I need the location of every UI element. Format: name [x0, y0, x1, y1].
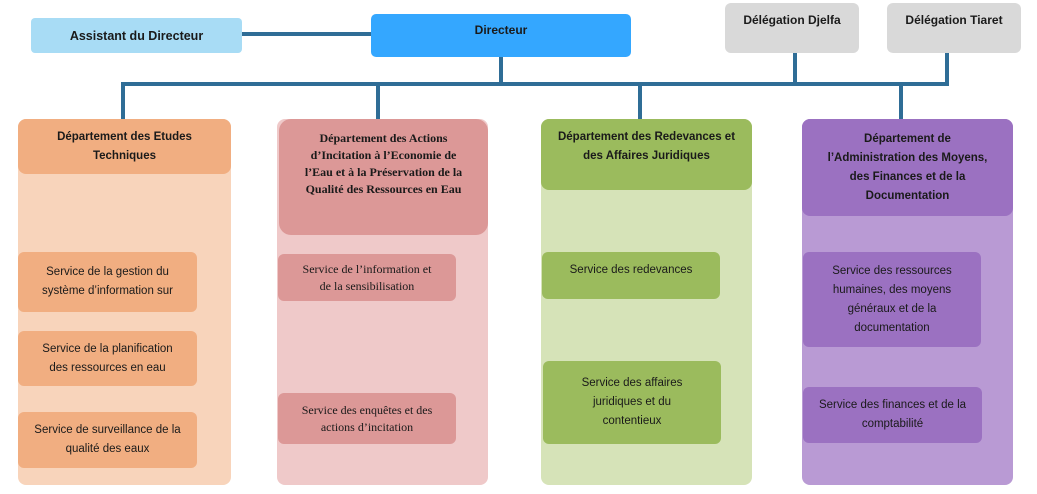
service-box: Service des affaires juridiques et du co… — [543, 361, 721, 444]
department-header-actions: Département des Actions d’Incitation à l… — [279, 119, 488, 235]
department-header-redevances: Département des Redevances et des Affair… — [541, 119, 752, 190]
director-box: Directeur — [371, 14, 631, 57]
service-box: Service de la planification des ressourc… — [18, 331, 197, 386]
service-box: Service de l’information et de la sensib… — [278, 254, 456, 301]
service-box: Service des ressources humaines, des moy… — [803, 252, 981, 347]
assistant-box: Assistant du Directeur — [31, 18, 242, 53]
service-box: Service des enquêtes et des actions d’in… — [278, 393, 456, 444]
department-header-administration: Département de l’Administration des Moye… — [802, 119, 1013, 216]
service-box: Service de surveillance de la qualité de… — [18, 412, 197, 468]
delegation-tiaret-box: Délégation Tiaret — [887, 3, 1021, 53]
delegation-djelfa-box: Délégation Djelfa — [725, 3, 859, 53]
service-box: Service de la gestion du système d’infor… — [18, 252, 197, 312]
department-header-etudes: Département des Etudes Techniques — [18, 119, 231, 174]
service-box: Service des finances et de la comptabili… — [803, 387, 982, 443]
service-box: Service des redevances — [542, 252, 720, 299]
